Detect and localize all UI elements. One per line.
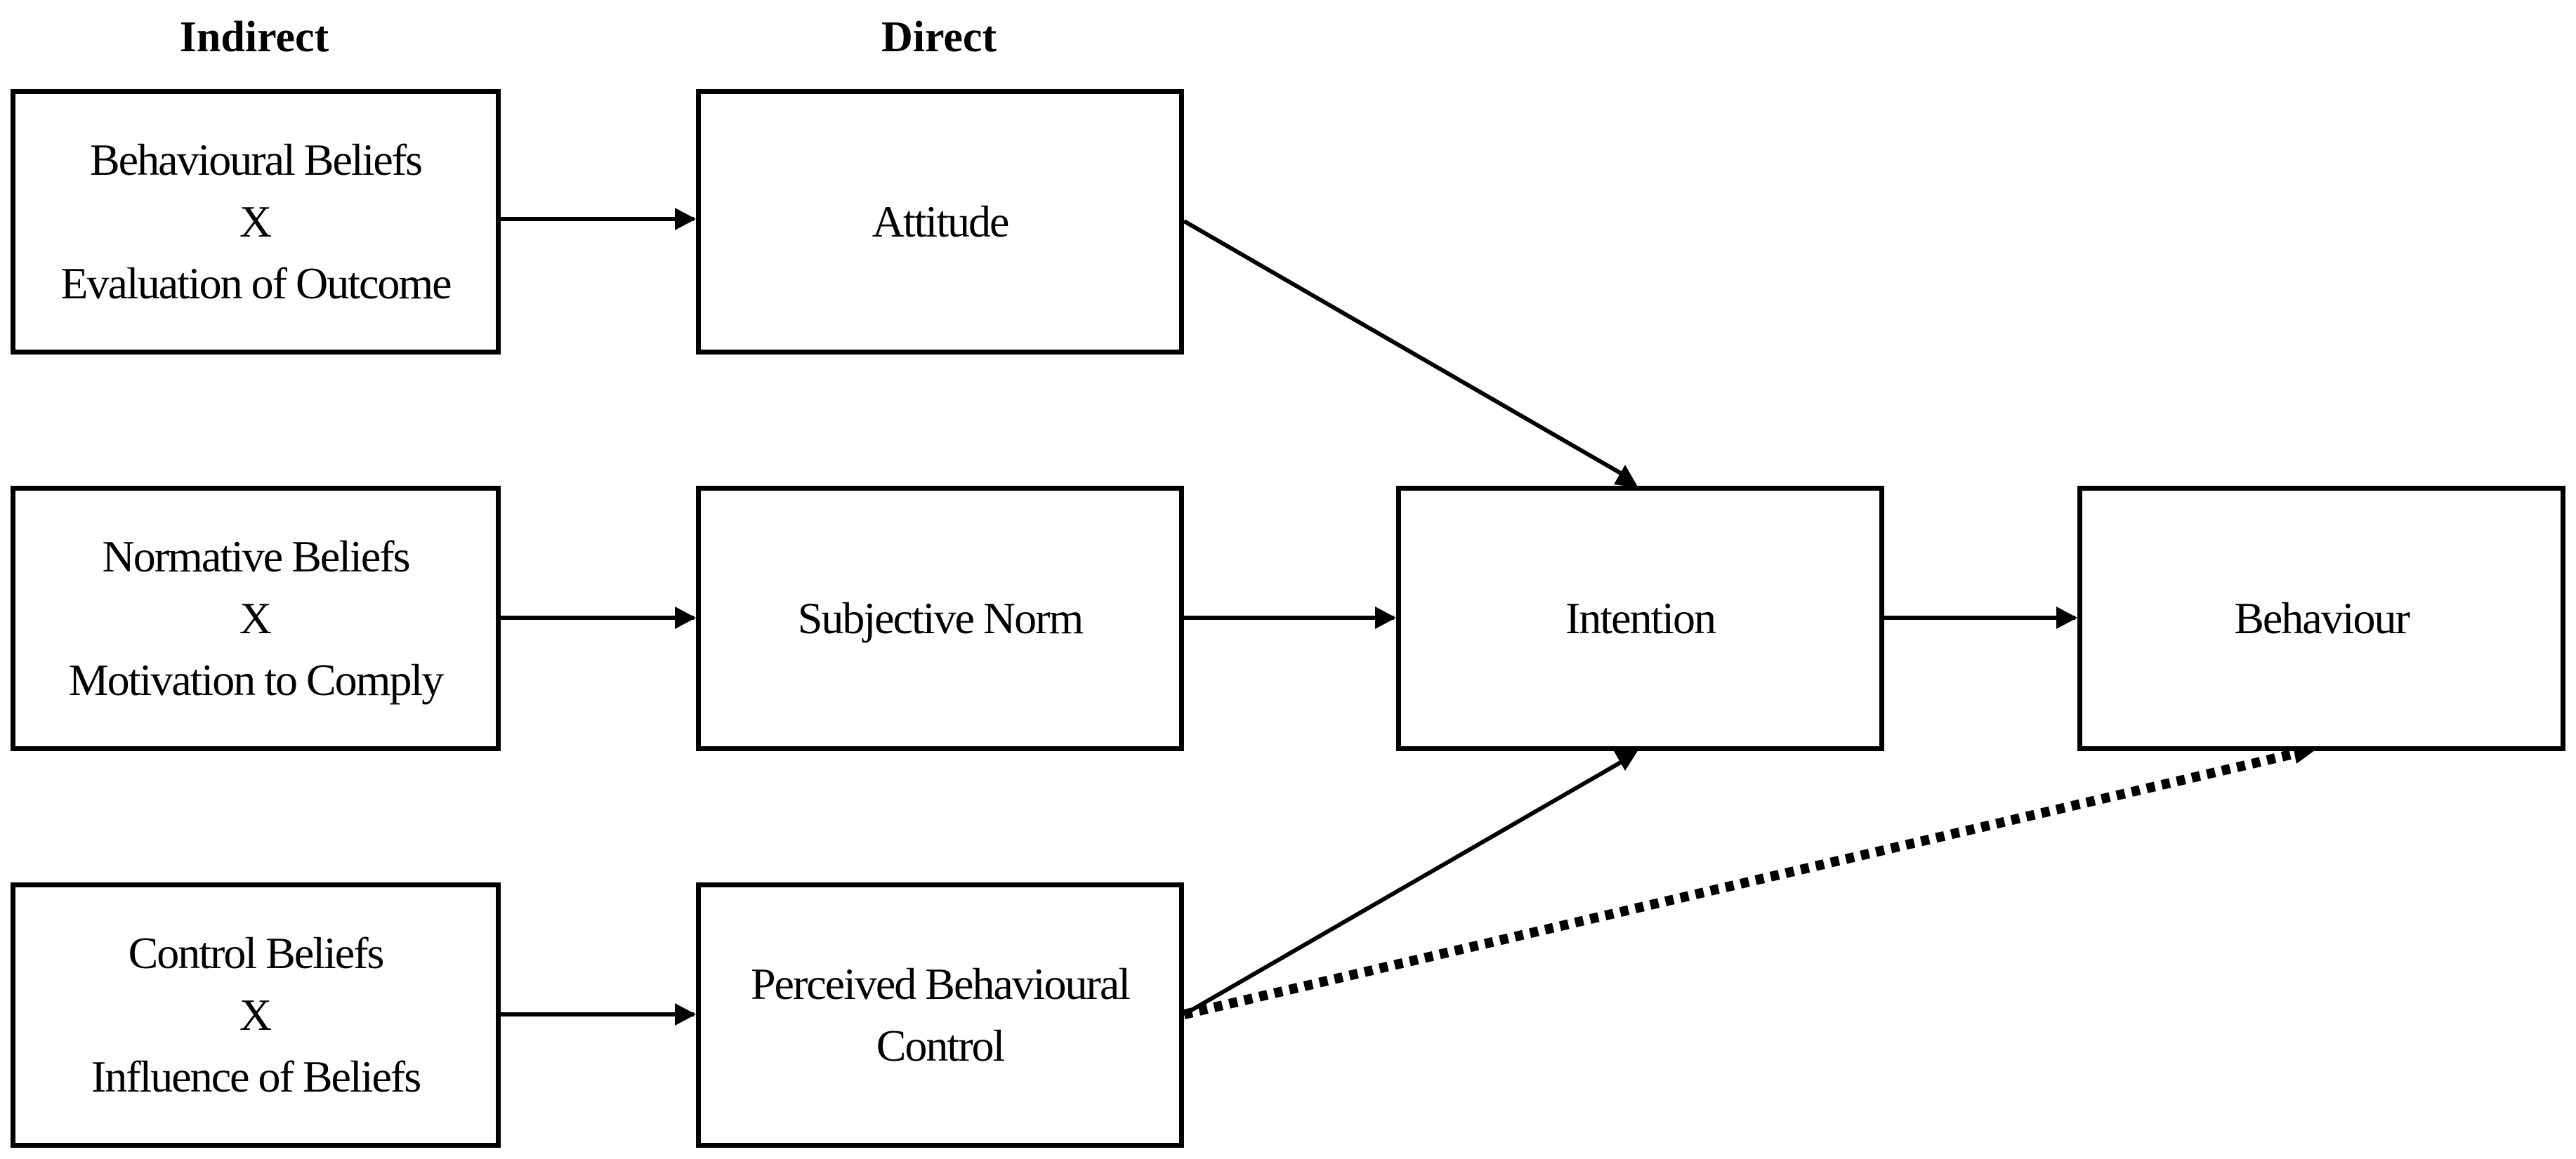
control-beliefs-box: Control Beliefs X Influence of Beliefs xyxy=(11,882,501,1148)
perceived-behavioural-control-box: Perceived Behavioural Control xyxy=(696,882,1184,1148)
control-beliefs-label: Control Beliefs xyxy=(128,927,385,978)
behavioural-beliefs-label: Behavioural Beliefs xyxy=(89,134,423,185)
multiply-operator: X xyxy=(239,592,272,643)
pbc-label-line2: Control xyxy=(876,1021,1006,1071)
direct-header: Direct xyxy=(881,13,997,61)
subjective-norm-label: Subjective Norm xyxy=(797,592,1084,643)
arrow-attitude-to-intention xyxy=(1183,219,1629,479)
arrowhead-intention-top xyxy=(1614,465,1638,488)
arrowhead-subjective-norm xyxy=(675,607,696,629)
attitude-box: Attitude xyxy=(696,89,1184,355)
arrowhead-attitude xyxy=(675,208,696,230)
multiply-operator: X xyxy=(239,989,272,1040)
intention-box: Intention xyxy=(1396,486,1884,751)
arrow-pbc-to-intention xyxy=(1183,756,1629,1016)
multiply-operator: X xyxy=(239,196,272,246)
dotted-arrow-pbc-to-behaviour xyxy=(1183,748,2298,1019)
evaluation-of-outcome-label: Evaluation of Outcome xyxy=(60,258,452,309)
arrowhead-pbc xyxy=(675,1003,696,1026)
subjective-norm-box: Subjective Norm xyxy=(696,486,1184,751)
behavioural-beliefs-box: Behavioural Beliefs X Evaluation of Outc… xyxy=(11,89,501,355)
normative-beliefs-box: Normative Beliefs X Motivation to Comply xyxy=(11,486,501,751)
motivation-to-comply-label: Motivation to Comply xyxy=(68,655,444,706)
arrowhead-intention-left xyxy=(1375,607,1396,629)
arrowhead-intention-bottom xyxy=(1614,750,1638,771)
indirect-header: Indirect xyxy=(179,13,329,61)
pbc-label-line1: Perceived Behavioural xyxy=(750,958,1131,1009)
normative-beliefs-label: Normative Beliefs xyxy=(102,531,411,581)
intention-label: Intention xyxy=(1565,592,1716,643)
behaviour-label: Behaviour xyxy=(2234,592,2410,643)
attitude-label: Attitude xyxy=(872,196,1010,246)
arrowhead-behaviour-left xyxy=(2056,607,2077,629)
behaviour-box: Behaviour xyxy=(2077,486,2565,751)
influence-of-beliefs-label: Influence of Beliefs xyxy=(91,1052,421,1102)
